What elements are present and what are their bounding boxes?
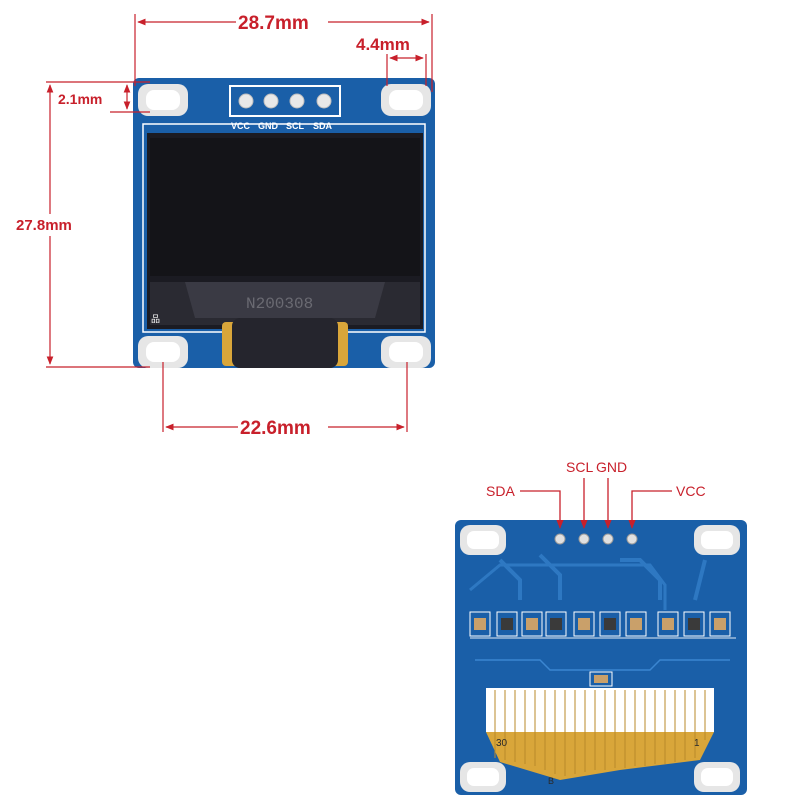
fpc-marking-right: 1 xyxy=(694,738,700,749)
front-mounting-holes xyxy=(138,84,431,368)
chip-marking: N200308 xyxy=(246,295,313,313)
dim-width-total: 28.7mm xyxy=(238,13,309,34)
fpc-marking-bottom: B xyxy=(548,776,554,786)
pin-label-scl: SCL xyxy=(566,459,593,475)
back-mounting-holes xyxy=(460,525,740,792)
display-outline xyxy=(142,123,426,333)
back-fpc xyxy=(486,732,714,780)
back-pin-callouts xyxy=(520,478,672,529)
dim-hole-spacing: 22.6mm xyxy=(240,418,311,439)
driver-ic xyxy=(185,282,385,318)
front-header-pins xyxy=(229,85,341,117)
silk-vcc: VCC xyxy=(231,121,251,131)
smd-components xyxy=(469,611,731,687)
oled-active-area xyxy=(150,138,420,276)
back-module: 30 1 B xyxy=(455,520,747,795)
pin-label-vcc: VCC xyxy=(676,483,706,499)
fpc-marking-left: 30 xyxy=(496,738,508,749)
silk-gnd: GND xyxy=(258,121,279,131)
silk-scl: SCL xyxy=(286,121,305,131)
dim-hole-offset: 4.4mm xyxy=(356,35,410,54)
pin-label-gnd: GND xyxy=(596,459,627,475)
back-header-pads xyxy=(554,533,638,545)
pin-label-sda: SDA xyxy=(486,483,515,499)
dim-height-total: 27.8mm xyxy=(16,217,72,234)
silk-sda: SDA xyxy=(313,121,333,131)
fpc-pad-area xyxy=(486,688,714,732)
dim-top-margin: 2.1mm xyxy=(58,91,102,107)
front-module: VCC GND SCL SDA N200308 品 xyxy=(133,78,435,368)
small-marking: 品 xyxy=(151,314,160,324)
